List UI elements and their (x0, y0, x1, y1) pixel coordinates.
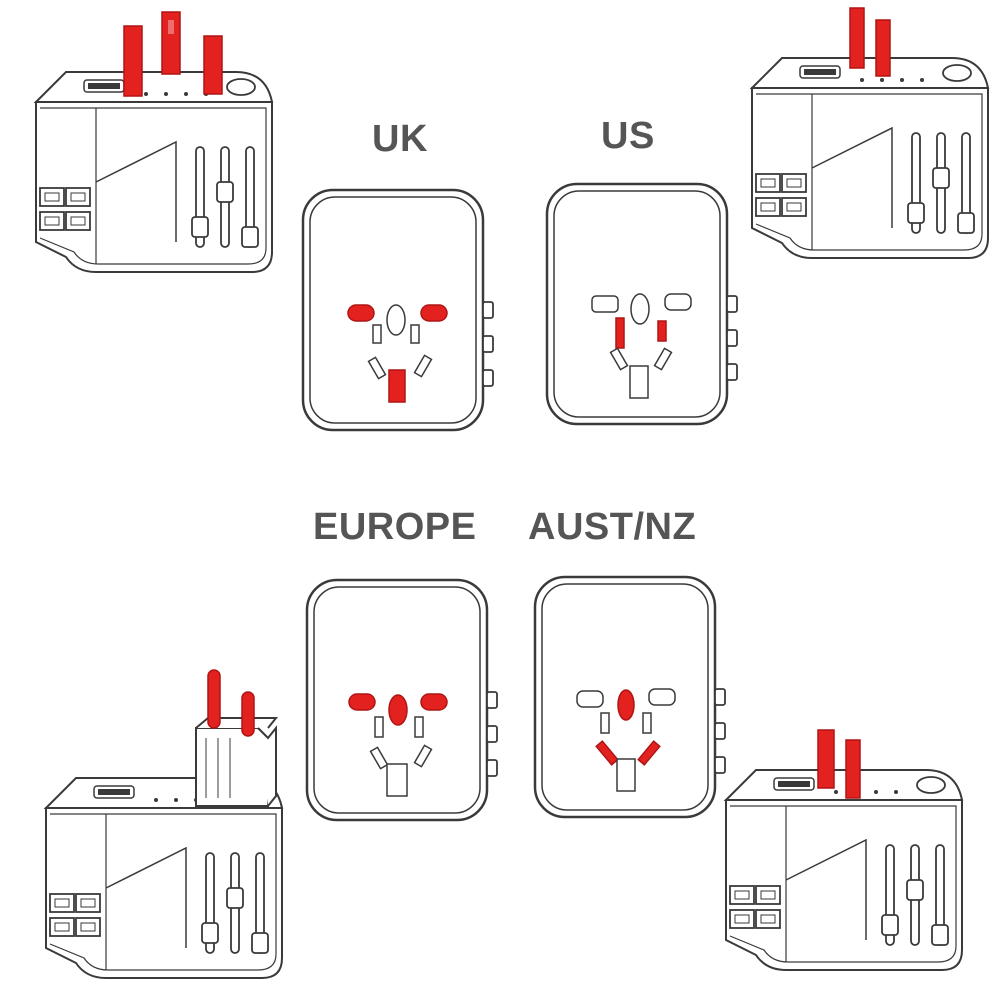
eu-pin-right (420, 693, 448, 711)
eu-pin-center (388, 694, 408, 726)
eu-pin-left (348, 693, 376, 711)
label-aust-nz: AUST/NZ (528, 506, 697, 548)
label-europe: EUROPE (313, 506, 477, 548)
au-slot-right (648, 688, 676, 706)
au-pin-right (637, 740, 661, 766)
eu-slot-right (414, 716, 424, 738)
au-pin-left (595, 740, 619, 766)
uk-slot-right (410, 324, 420, 344)
us-pin-right (657, 320, 667, 342)
adapter-aust-nz (725, 729, 963, 971)
us-slot-diag-right (653, 347, 673, 371)
adapter-uk-pin-earth (161, 11, 181, 75)
adapter-us-pin-right (875, 19, 891, 77)
adapter-aust-nz-pin-right (845, 739, 861, 799)
eu-slot-left (374, 716, 384, 738)
eu-slot-earth (386, 763, 408, 797)
au-slot-right-vert (642, 712, 652, 734)
uk-pin-left (347, 304, 375, 322)
adapter-uk-pin-left (123, 25, 143, 97)
us-slot-earth (629, 365, 649, 399)
eu-slot-diag-left (369, 746, 389, 770)
au-pin-center (617, 689, 635, 721)
label-uk: UK (372, 118, 428, 160)
au-slot-left-vert (600, 712, 610, 734)
uk-slot-diag-right (413, 354, 433, 378)
us-slot-diag-left (609, 347, 629, 371)
adapter-uk-pin-right (203, 35, 223, 95)
panel-uk (301, 188, 495, 432)
us-slot-left (591, 295, 619, 313)
uk-slot-left (372, 324, 382, 344)
adapter-europe-pin-left (207, 669, 221, 729)
adapter-europe-pin-right (241, 691, 255, 737)
us-pin-left (615, 317, 625, 349)
panel-us (545, 182, 739, 426)
us-center-slot (630, 293, 650, 325)
uk-pin-earth (388, 369, 406, 403)
label-us: US (601, 115, 655, 157)
adapter-aust-nz-pin-left (817, 729, 835, 789)
adapter-us (751, 7, 989, 259)
adapter-us-pin-left (849, 7, 865, 69)
uk-pin-right (420, 304, 448, 322)
panel-aust-nz (533, 575, 727, 819)
adapter-uk (35, 11, 273, 273)
panel-europe (305, 578, 499, 822)
au-slot-earth (616, 758, 636, 792)
au-slot-left (576, 690, 604, 708)
us-slot-right (664, 293, 692, 311)
uk-slot-diag-left (367, 356, 387, 380)
eu-slot-diag-right (413, 744, 433, 768)
adapter-europe (45, 669, 283, 979)
uk-center-slot (386, 304, 406, 336)
